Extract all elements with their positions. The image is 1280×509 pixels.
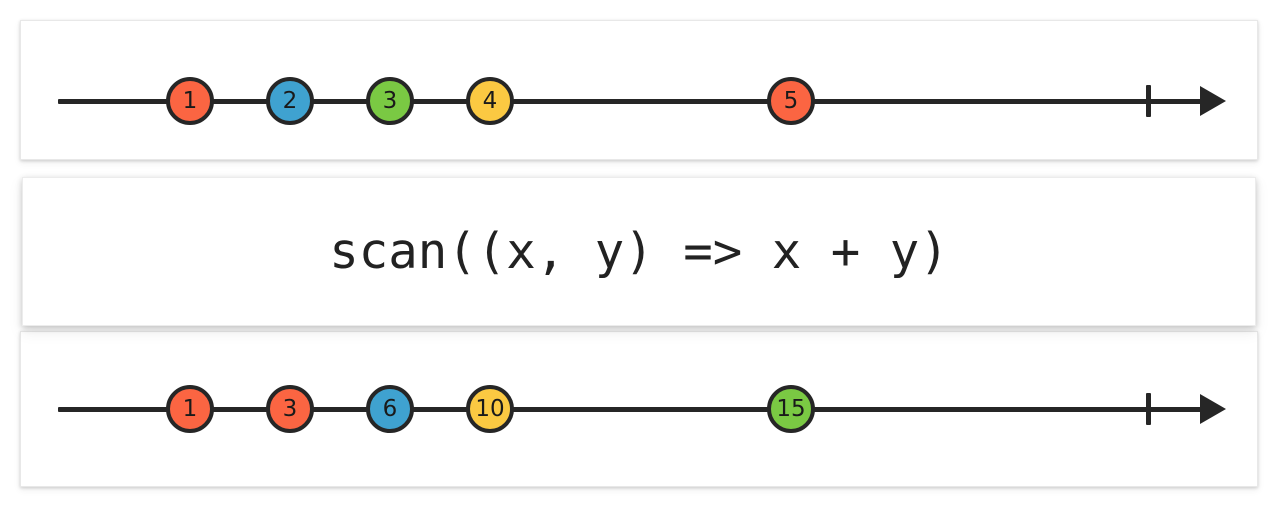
marble-value: 3 bbox=[382, 87, 398, 114]
marble[interactable]: 4 bbox=[466, 77, 514, 125]
source-stream-panel: 1 2 3 4 5 bbox=[20, 20, 1258, 160]
result-stream-panel: 1 3 6 10 15 bbox=[20, 331, 1258, 487]
marble-value: 1 bbox=[182, 395, 198, 422]
marble-value: 2 bbox=[282, 87, 298, 114]
marble[interactable]: 2 bbox=[266, 77, 314, 125]
marble-value: 4 bbox=[482, 87, 498, 114]
timeline-axis bbox=[58, 406, 1206, 412]
marble[interactable]: 3 bbox=[266, 385, 314, 433]
marble[interactable]: 1 bbox=[166, 385, 214, 433]
marble-value: 3 bbox=[282, 395, 298, 422]
marble-value: 10 bbox=[475, 395, 505, 422]
marble[interactable]: 6 bbox=[366, 385, 414, 433]
marble[interactable]: 15 bbox=[767, 385, 815, 433]
timeline-arrow-icon bbox=[1200, 394, 1226, 424]
marble[interactable]: 5 bbox=[767, 77, 815, 125]
result-timeline: 1 3 6 10 15 bbox=[21, 332, 1257, 486]
stream-complete-marker bbox=[1146, 393, 1151, 425]
operator-panel: scan((x, y) => x + y) bbox=[22, 177, 1256, 326]
timeline-axis bbox=[58, 98, 1206, 104]
marble-value: 1 bbox=[182, 87, 198, 114]
timeline-arrow-icon bbox=[1200, 86, 1226, 116]
marble[interactable]: 10 bbox=[466, 385, 514, 433]
marble[interactable]: 1 bbox=[166, 77, 214, 125]
marble-value: 15 bbox=[776, 395, 806, 422]
marble-value: 5 bbox=[783, 87, 799, 114]
marble[interactable]: 3 bbox=[366, 77, 414, 125]
operator-label: scan((x, y) => x + y) bbox=[329, 223, 949, 280]
stream-complete-marker bbox=[1146, 85, 1151, 117]
source-timeline: 1 2 3 4 5 bbox=[21, 21, 1257, 159]
marble-value: 6 bbox=[382, 395, 398, 422]
